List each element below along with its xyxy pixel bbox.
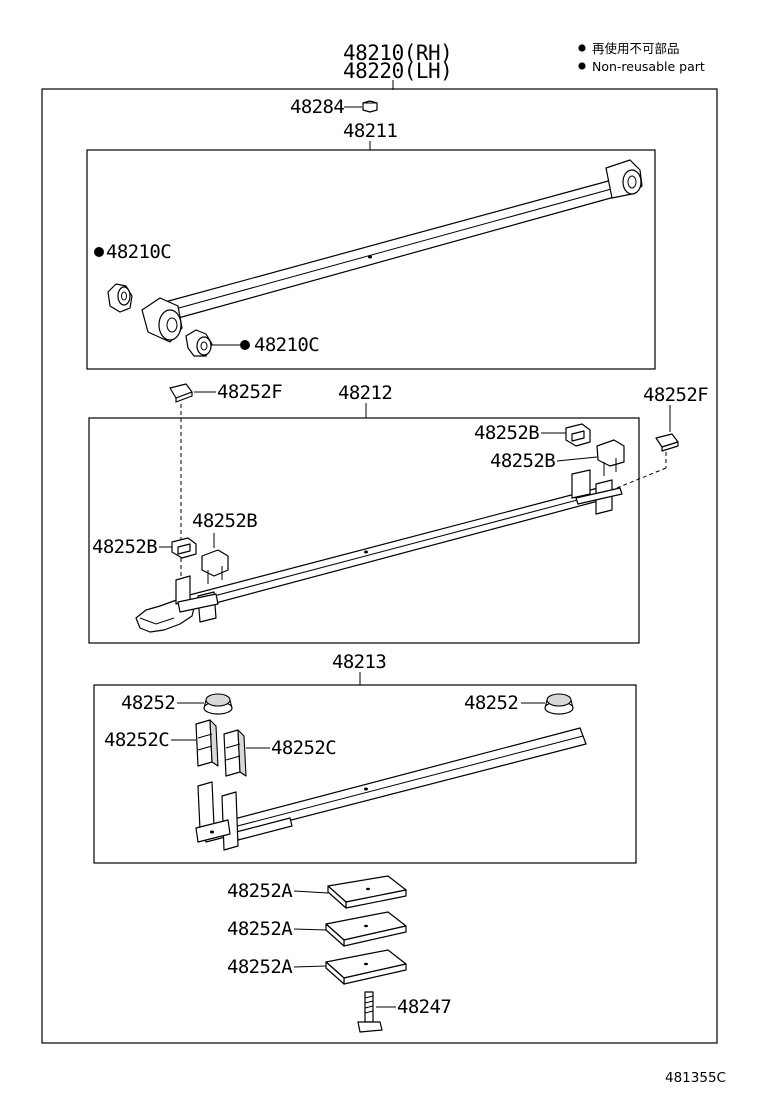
part-48252c-right[interactable]: 48252C <box>271 737 337 759</box>
legend-jp: 再使用不可部品 <box>592 41 680 56</box>
part-48247[interactable]: 48247 <box>397 996 452 1018</box>
clip-48252b-top2-icon <box>596 439 625 476</box>
part-48252-left[interactable]: 48252 <box>121 692 176 714</box>
assembly-number-lh[interactable]: 48220(LH) <box>343 59 453 83</box>
main-leaf-spring-48211 <box>141 159 643 343</box>
part-48252f-left[interactable]: 48252F <box>217 381 283 403</box>
diagram-reference-number: 481355C <box>665 1070 726 1086</box>
non-reusable-dot-icon <box>578 62 586 70</box>
part-48211[interactable]: 48211 <box>343 120 398 142</box>
box-48212 <box>88 417 640 644</box>
shim-48252a-3-icon <box>325 949 407 985</box>
bushing-48210c-right-icon <box>185 329 213 357</box>
second-leaf-spring-48212 <box>135 469 623 633</box>
part-48252a-1[interactable]: 48252A <box>227 880 294 902</box>
part-48210c-right[interactable]: 48210C <box>254 334 320 356</box>
part-48252b-left[interactable]: 48252B <box>92 536 158 558</box>
shim-48252a-2-icon <box>325 911 407 947</box>
part-48212[interactable]: 48212 <box>338 382 393 404</box>
clip-48252b-left-icon <box>171 537 197 559</box>
part-48252b-top2[interactable]: 48252B <box>490 450 556 472</box>
non-reusable-dot-icon <box>240 340 250 350</box>
pad-48252f-left-icon <box>169 383 193 403</box>
shim-48252a-1-icon <box>327 875 407 909</box>
part-48252a-3[interactable]: 48252A <box>227 956 294 978</box>
part-48252c-left[interactable]: 48252C <box>104 729 170 751</box>
leader-48252a-2 <box>293 928 327 931</box>
leader-48252b-top2 <box>556 456 598 462</box>
bolt-48247-icon <box>357 991 383 1033</box>
legend-en: Non-reusable part <box>592 59 705 74</box>
part-48252f-right[interactable]: 48252F <box>643 384 709 406</box>
part-48252-right[interactable]: 48252 <box>464 692 519 714</box>
bushing-48210c-left-icon <box>107 283 133 313</box>
part-48210c-left[interactable]: 48210C <box>106 241 172 263</box>
non-reusable-dot-icon <box>94 247 104 257</box>
part-48252b-top1[interactable]: 48252B <box>474 422 540 444</box>
third-leaf-spring-48213 <box>195 727 587 851</box>
box-48213 <box>93 684 637 864</box>
pad-48252f-right-icon <box>655 433 679 452</box>
clip-48252b-mid-icon <box>201 549 229 584</box>
leader-48252a-1 <box>293 890 329 894</box>
part-48213[interactable]: 48213 <box>332 651 387 673</box>
part-48252a-2[interactable]: 48252A <box>227 918 294 940</box>
pad-48252c-right-icon <box>223 729 247 777</box>
non-reusable-dot-icon <box>578 44 586 52</box>
part-48284[interactable]: 48284 <box>290 96 345 118</box>
leader-48252a-3 <box>293 965 327 968</box>
rubber-48252-left-icon <box>203 693 233 715</box>
pad-48252c-left-icon <box>195 719 219 767</box>
clip-48252b-top1-icon <box>565 423 591 447</box>
rubber-48252-right-icon <box>544 693 574 715</box>
part-48252b-mid[interactable]: 48252B <box>192 510 258 532</box>
dash-48252f-right-2 <box>611 467 667 491</box>
assembly-number-rh[interactable]: 48210(RH) <box>343 41 453 65</box>
nut-48284-icon <box>362 100 378 113</box>
outer-frame <box>41 88 718 1044</box>
box-48211 <box>86 149 656 370</box>
